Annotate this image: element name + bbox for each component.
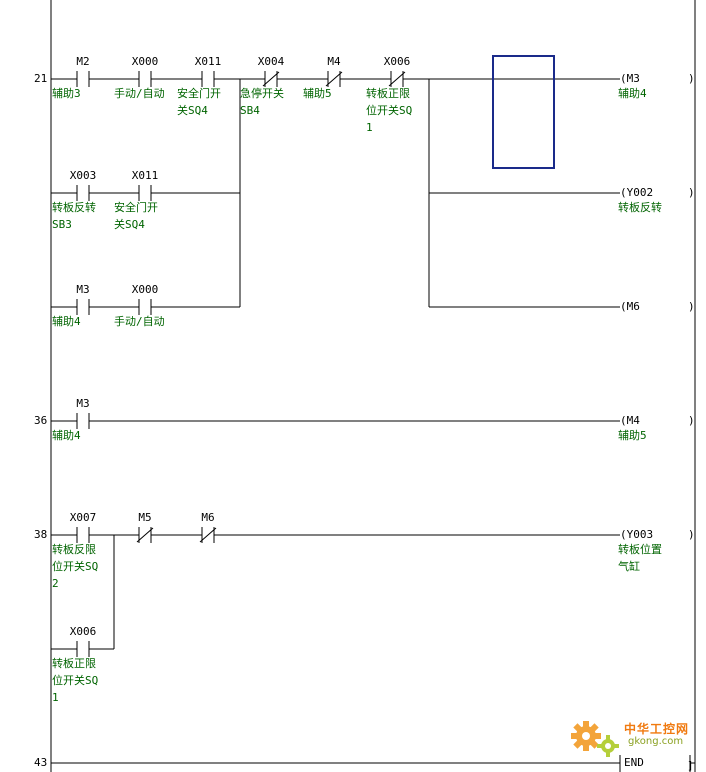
contact-comment: 安全门开 <box>177 86 221 100</box>
coil-comment: 气缸 <box>618 559 640 573</box>
coil-name: (Y002 <box>620 186 653 199</box>
contact-address: M2 <box>76 55 89 68</box>
contact-address: M3 <box>76 397 89 410</box>
gear-icon <box>571 721 619 757</box>
coil-name: (M6 <box>620 300 640 313</box>
contact-comment: 关SQ4 <box>114 217 145 231</box>
contact-comment: 急停开关 <box>240 86 284 100</box>
contact-comment: SB3 <box>52 218 72 231</box>
contact-address: X003 <box>70 169 97 182</box>
coil-close: ] <box>687 759 694 772</box>
step-number: 43 <box>34 756 47 769</box>
contact-comment: 位开关SQ <box>52 673 98 687</box>
contact-comment: 1 <box>366 121 373 134</box>
contact-m3[interactable]: M3 辅助4 <box>52 283 90 328</box>
coil-comment: 辅助4 <box>618 86 647 100</box>
contact-x007[interactable]: X007 转板反限 位开关SQ 2 <box>52 511 98 590</box>
coil-close: ) <box>688 300 695 313</box>
watermark-text: 中华工控网 <box>624 722 690 736</box>
contact-x011-branch[interactable]: X011 安全门开 关SQ4 <box>114 169 158 231</box>
contact-x000-branch[interactable]: X000 手动/自动 <box>114 283 165 328</box>
contact-x003[interactable]: X003 转板反转 SB3 <box>52 169 96 231</box>
coil-comment: 转板位置 <box>618 542 662 556</box>
contact-x006[interactable]: X006 转板正限 位开关SQ 1 <box>366 55 412 134</box>
contact-address: X006 <box>70 625 97 638</box>
coil-comment: 转板反转 <box>618 200 662 214</box>
coil-close: ) <box>688 186 695 199</box>
contact-m4[interactable]: M4 辅助5 <box>303 55 343 100</box>
contact-address: X004 <box>258 55 285 68</box>
watermark-url: gkong.com <box>628 736 684 747</box>
contact-address: X000 <box>132 283 159 296</box>
contact-comment: 手动/自动 <box>114 86 165 100</box>
contact-address: M3 <box>76 283 89 296</box>
watermark: 中华工控网 gkong.com <box>568 712 698 764</box>
contact-comment: 位开关SQ <box>366 103 412 117</box>
selection-cursor[interactable] <box>492 55 555 169</box>
contact-m2[interactable]: M2 辅助3 <box>52 55 90 100</box>
coil-m4[interactable]: (M4 ) 辅助5 <box>618 414 695 442</box>
coil-m6[interactable]: (M6 ) <box>620 300 695 313</box>
coil-close: ) <box>688 72 695 85</box>
contact-address: X007 <box>70 511 97 524</box>
end-instruction[interactable]: END ] <box>624 756 694 772</box>
step-number: 21 <box>34 72 47 85</box>
coil-comment: 辅助5 <box>618 428 647 442</box>
contact-comment: 辅助4 <box>52 428 81 442</box>
contact-address: X000 <box>132 55 159 68</box>
contact-comment: 辅助4 <box>52 314 81 328</box>
contact-m3-rung36[interactable]: M3 辅助4 <box>52 397 90 442</box>
contact-m6[interactable]: M6 <box>199 511 217 543</box>
contact-address: X006 <box>384 55 411 68</box>
step-number: 36 <box>34 414 47 427</box>
coil-name: (Y003 <box>620 528 653 541</box>
coil-y002[interactable]: (Y002 ) 转板反转 <box>618 186 695 214</box>
contact-x006-branch[interactable]: X006 转板正限 位开关SQ 1 <box>52 625 98 704</box>
contact-comment: 安全门开 <box>114 200 158 214</box>
contact-address: X011 <box>132 169 159 182</box>
contact-comment: SB4 <box>240 104 260 117</box>
contact-comment: 辅助3 <box>52 86 81 100</box>
rung-38 <box>51 534 620 650</box>
coil-name: (M3 <box>620 72 640 85</box>
contact-comment: 转板反转 <box>52 200 96 214</box>
contact-address: M6 <box>201 511 214 524</box>
coil-name: END <box>624 756 644 769</box>
contact-address: M4 <box>327 55 341 68</box>
contact-comment: 位开关SQ <box>52 559 98 573</box>
contact-address: M5 <box>138 511 151 524</box>
contact-x000[interactable]: X000 手动/自动 <box>114 55 165 100</box>
contact-comment: 关SQ4 <box>177 103 208 117</box>
contact-comment: 转板反限 <box>52 542 96 556</box>
rung-43 <box>51 755 695 772</box>
coil-close: ) <box>688 528 695 541</box>
contact-comment: 转板正限 <box>52 656 96 670</box>
contact-comment: 辅助5 <box>303 86 332 100</box>
contact-x011[interactable]: X011 安全门开 关SQ4 <box>177 55 221 117</box>
step-number: 38 <box>34 528 47 541</box>
rung-21 <box>51 78 620 308</box>
contact-address: X011 <box>195 55 222 68</box>
coil-name: (M4 <box>620 414 640 427</box>
coil-m3[interactable]: (M3 ) 辅助4 <box>618 72 695 100</box>
contact-comment: 转板正限 <box>366 86 410 100</box>
contact-m5[interactable]: M5 <box>136 511 154 543</box>
contact-comment: 2 <box>52 577 59 590</box>
coil-close: ) <box>688 414 695 427</box>
contact-x004[interactable]: X004 急停开关 SB4 <box>240 55 285 117</box>
coil-y003[interactable]: (Y003 ) 转板位置 气缸 <box>618 528 695 573</box>
contact-comment: 手动/自动 <box>114 314 165 328</box>
contact-comment: 1 <box>52 691 59 704</box>
